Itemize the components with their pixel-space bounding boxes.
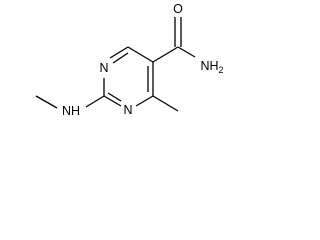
carbonyl-oxygen-label: O — [173, 2, 183, 16]
structure-svg: O NH2 N N NH — [35, 2, 224, 118]
bond-carbonyl-amide-n — [177, 46, 196, 58]
bond-c2-amine-n — [85, 95, 105, 108]
amide-nh-text: NH — [200, 59, 218, 73]
ring-nitrogen-bottom-label: N — [123, 103, 132, 117]
bond-c6-c5 — [127, 46, 154, 63]
amide-nh2-subscript: 2 — [219, 65, 224, 75]
molecule-diagram: O NH2 N N NH — [0, 0, 234, 148]
bond-n3-c2-inner — [107, 92, 122, 102]
bond-c5-carbonyl — [152, 46, 179, 63]
amine-nh-label: NH — [62, 104, 80, 118]
ring-nitrogen-top-label: N — [99, 61, 108, 75]
bond-amine-n-methyl — [35, 95, 58, 109]
bond-c4-methyl — [152, 95, 179, 112]
bond-n3-c2 — [103, 95, 122, 107]
bond-n1-c6-inner — [112, 52, 129, 64]
amide-nh2-label: NH2 — [200, 59, 223, 75]
bond-n1-c6 — [109, 46, 129, 59]
bond-c4-n3 — [135, 95, 154, 107]
